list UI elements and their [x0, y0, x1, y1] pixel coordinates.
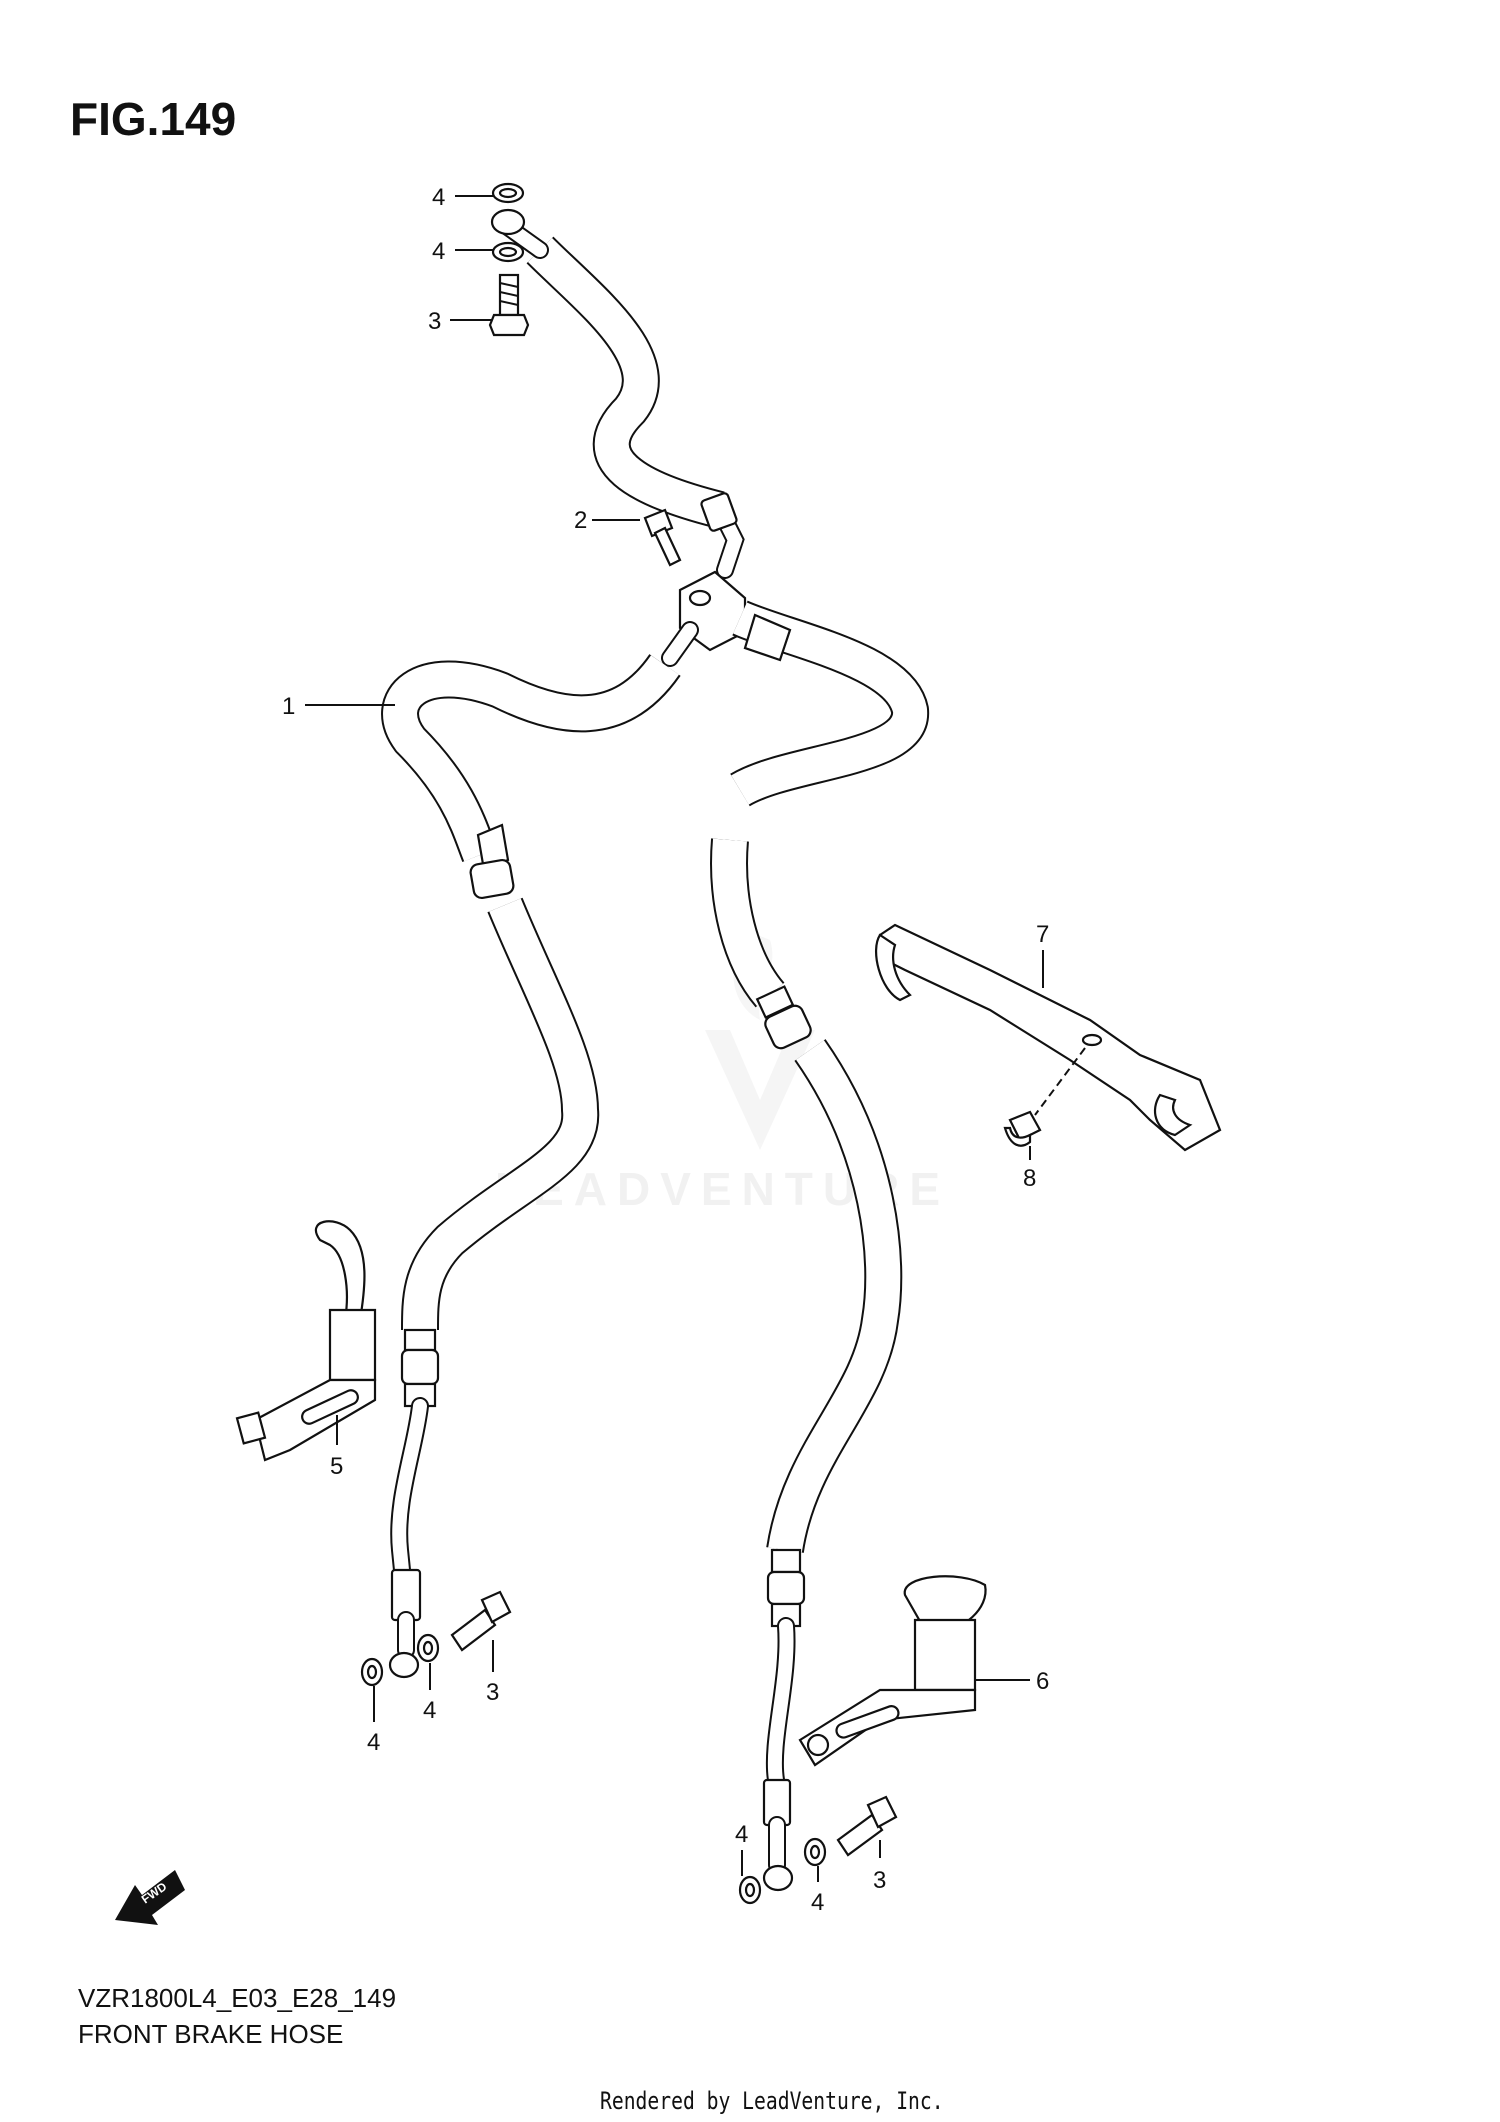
clamp-bracket-6[interactable]	[798, 1575, 987, 1767]
callout-3-lower-left[interactable]: 3	[486, 1640, 499, 1706]
callout-6[interactable]: 6	[975, 1668, 1049, 1695]
svg-text:1: 1	[282, 693, 295, 720]
svg-text:2: 2	[574, 507, 587, 534]
callout-5[interactable]: 5	[330, 1415, 343, 1480]
model-code: VZR1800L4_E03_E28_149	[78, 1983, 397, 2013]
washer-lower-right-2[interactable]	[803, 1837, 827, 1867]
bracket-7[interactable]	[875, 923, 1222, 1152]
svg-text:3: 3	[873, 1867, 886, 1894]
figure-title: FIG.149	[70, 93, 237, 145]
svg-text:3: 3	[486, 1679, 499, 1706]
svg-text:3: 3	[428, 308, 441, 335]
svg-text:7: 7	[1036, 921, 1049, 948]
banjo-bolt-top[interactable]	[488, 273, 530, 337]
banjo-bolt-lower-left[interactable]	[450, 1590, 512, 1652]
rendered-by-credit: Rendered by LeadVenture, Inc.	[600, 2087, 944, 2115]
bolt-2[interactable]	[643, 508, 682, 567]
svg-text:6: 6	[1036, 1668, 1049, 1695]
washer-lower-left-2[interactable]	[416, 1633, 440, 1663]
svg-text:4: 4	[432, 238, 445, 265]
svg-text:4: 4	[367, 1729, 380, 1756]
brake-hose-right[interactable]	[710, 600, 929, 1892]
callout-4-lower-left-2[interactable]: 4	[423, 1663, 436, 1724]
callout-4-lower-right-2[interactable]: 4	[811, 1866, 824, 1916]
callout-4-top-1[interactable]: 4	[432, 184, 493, 211]
callout-8[interactable]: 8	[1023, 1146, 1036, 1192]
washer-top-1[interactable]	[491, 182, 525, 204]
brake-hose-upper[interactable]	[490, 208, 745, 579]
callout-3-lower-right[interactable]: 3	[873, 1840, 886, 1894]
callout-4-lower-right-1[interactable]: 4	[735, 1821, 748, 1876]
callout-3-top[interactable]: 3	[428, 308, 492, 335]
svg-text:8: 8	[1023, 1165, 1036, 1192]
callout-1[interactable]: 1	[282, 693, 395, 720]
clamp-bracket-5[interactable]	[235, 1220, 377, 1462]
washer-lower-left-1[interactable]	[360, 1657, 384, 1687]
fwd-arrow-icon: FWD	[115, 1870, 185, 1925]
svg-text:4: 4	[735, 1821, 748, 1848]
bolt-8[interactable]	[1003, 1047, 1086, 1147]
svg-text:4: 4	[811, 1889, 824, 1916]
callout-4-top-2[interactable]: 4	[432, 238, 493, 265]
svg-text:4: 4	[432, 184, 445, 211]
washer-lower-right-1[interactable]	[738, 1875, 762, 1905]
svg-text:4: 4	[423, 1697, 436, 1724]
banjo-bolt-lower-right[interactable]	[836, 1795, 898, 1857]
washer-top-2[interactable]	[491, 241, 525, 263]
brake-hose-left[interactable]	[381, 621, 699, 1679]
callout-7[interactable]: 7	[1036, 921, 1049, 988]
callout-2[interactable]: 2	[574, 507, 640, 534]
callout-4-lower-left-1[interactable]: 4	[367, 1686, 380, 1756]
diagram-name: FRONT BRAKE HOSE	[78, 2019, 344, 2049]
svg-text:5: 5	[330, 1453, 343, 1480]
